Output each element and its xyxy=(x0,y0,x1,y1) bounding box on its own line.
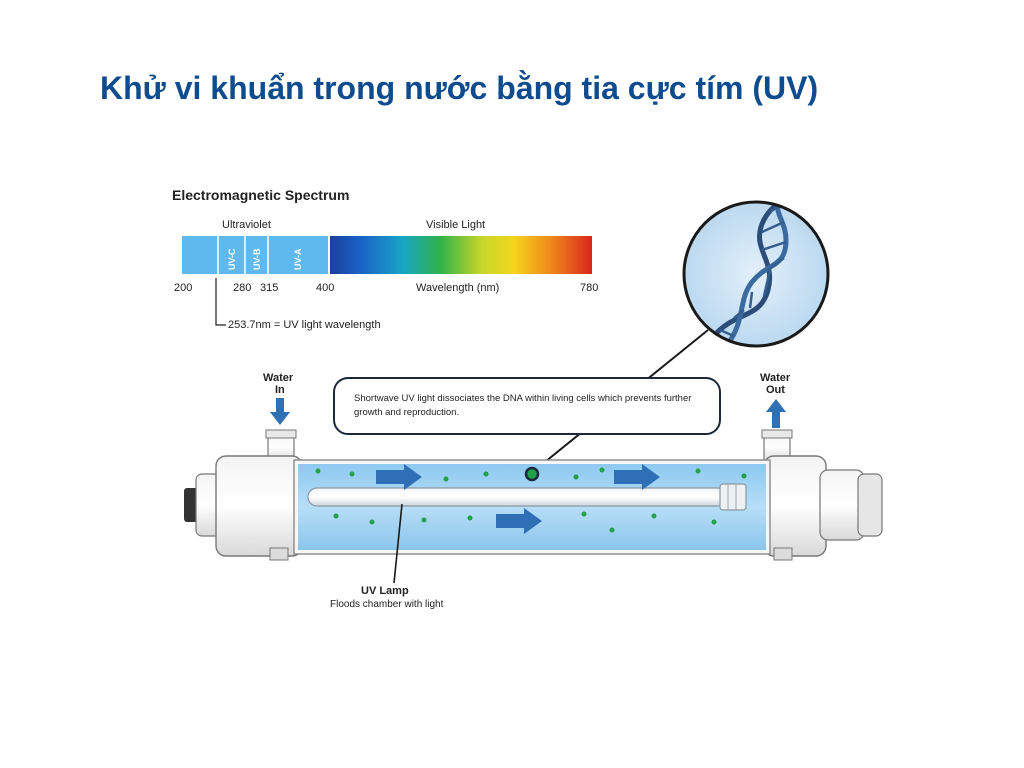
microbe-dot xyxy=(421,517,427,523)
uv-lamp-tube xyxy=(307,487,727,507)
tick-780: 780 xyxy=(580,282,598,294)
slide-title: Khử vi khuẩn trong nước bằng tia cực tím… xyxy=(100,70,819,106)
highlighted-microbe xyxy=(524,466,540,482)
dna-helix-icon xyxy=(710,202,794,346)
microbe-dot xyxy=(609,527,615,533)
spectrum-heading: Electromagnetic Spectrum xyxy=(172,187,349,203)
lamp-socket xyxy=(719,483,747,511)
microbe-dot xyxy=(581,511,587,517)
microbe-dot xyxy=(741,473,747,479)
uv-a-label: UV-A xyxy=(293,248,303,270)
microbe-dot xyxy=(483,471,489,477)
callout-line-1: Shortwave UV light dissociates the DNA w… xyxy=(354,393,691,404)
water-out-arrow-icon xyxy=(766,399,786,428)
flow-arrow-icon xyxy=(376,464,422,490)
note-leader-line xyxy=(215,278,226,326)
uv-c-label: UV-C xyxy=(227,248,237,270)
microbe-dot xyxy=(573,474,579,480)
uv-band xyxy=(182,236,328,274)
water-in-label-line-1: Water xyxy=(263,372,294,384)
spectrum-panel: Electromagnetic Spectrum Ultraviolet Vis… xyxy=(172,187,598,331)
lamp-leader-line xyxy=(393,503,403,584)
flow-arrow-icon xyxy=(614,464,660,490)
visible-light-label: Visible Light xyxy=(426,219,485,231)
callout-line-2: growth and reproduction. xyxy=(354,407,459,418)
tick-200: 200 xyxy=(174,282,192,294)
microbe-dot xyxy=(711,519,717,525)
right-end-cap xyxy=(857,473,883,537)
uv-b-label: UV-B xyxy=(252,248,262,270)
microbe-dot xyxy=(333,513,339,519)
uv-reactor xyxy=(184,429,883,561)
water-out-label-line-1: Water xyxy=(760,372,791,384)
microbe-dot xyxy=(443,476,449,482)
microbes xyxy=(315,467,747,533)
microbe-dot xyxy=(349,471,355,477)
wavelength-axis-label: Wavelength (nm) xyxy=(416,282,499,294)
water-in-label-line-2: In xyxy=(275,384,285,396)
left-housing xyxy=(215,455,303,557)
microbe-dot xyxy=(315,468,321,474)
water-in-arrow-icon xyxy=(270,398,290,425)
right-housing xyxy=(763,455,827,557)
dna-callout: Shortwave UV light dissociates the DNA w… xyxy=(333,377,721,435)
tick-280: 280 xyxy=(233,282,251,294)
microbe-dot xyxy=(651,513,657,519)
uv-lamp-title: UV Lamp xyxy=(361,585,409,597)
flow-arrow-icon xyxy=(496,508,542,534)
tick-400: 400 xyxy=(316,282,334,294)
uv-wavelength-note: 253.7nm = UV light wavelength xyxy=(228,319,381,331)
dna-magnifier xyxy=(682,200,830,348)
uv-lamp-caption: Floods chamber with light xyxy=(330,599,444,610)
water-out-label-line-2: Out xyxy=(766,384,785,396)
ultraviolet-label: Ultraviolet xyxy=(222,219,271,231)
microbe-dot xyxy=(467,515,473,521)
microbe-dot xyxy=(695,468,701,474)
visible-band xyxy=(330,236,592,274)
tick-315: 315 xyxy=(260,282,278,294)
microbe-dot xyxy=(599,467,605,473)
microbe-dot xyxy=(369,519,375,525)
